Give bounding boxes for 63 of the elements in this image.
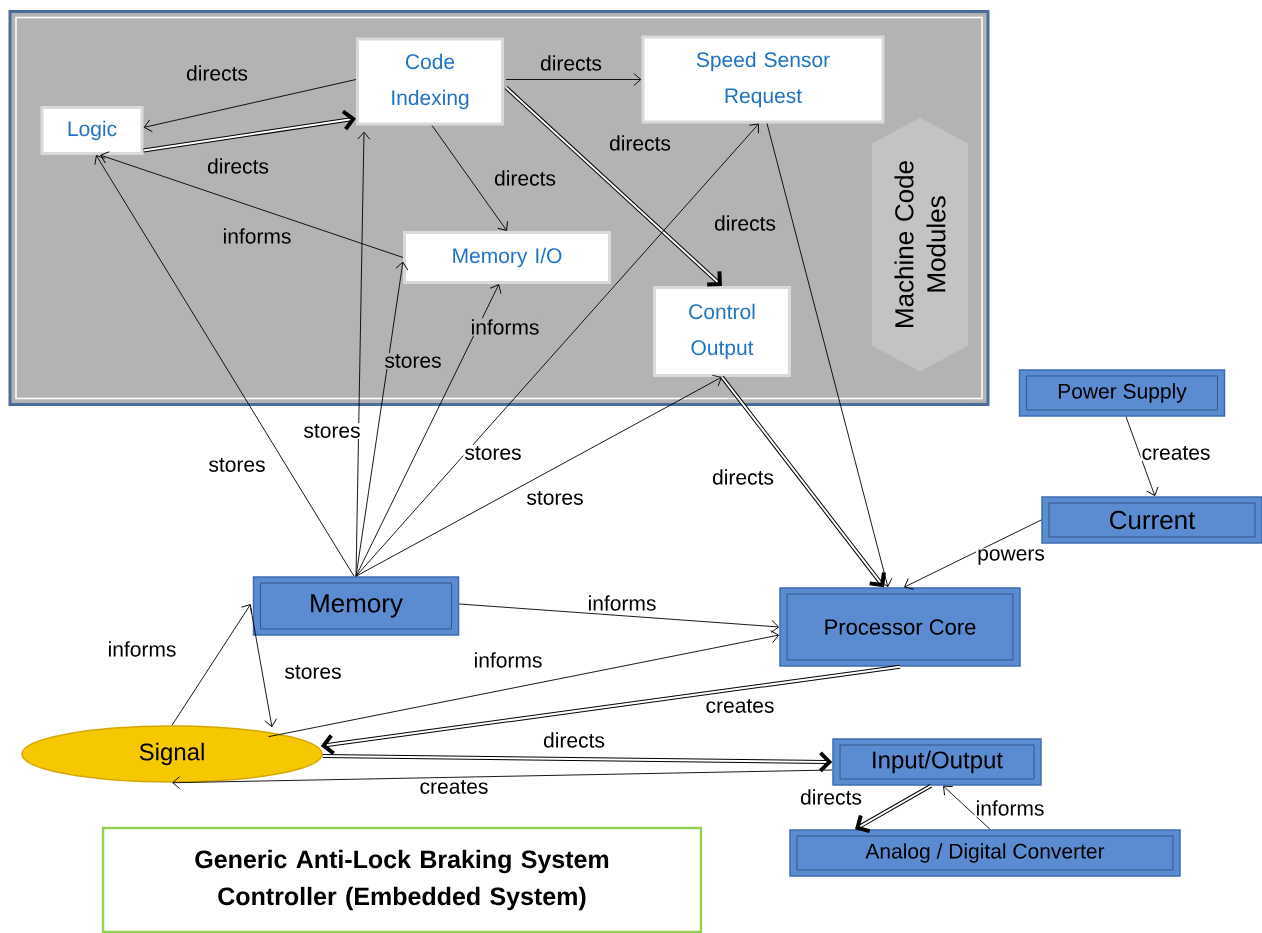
module-box: Control Output [653,286,791,377]
edge-label: directs [711,468,775,486]
arrow [355,374,722,577]
edge-label: directs [608,134,672,152]
edge-label: informs [106,640,178,658]
arrow [505,73,642,86]
module-box: Memory I/O [403,231,611,284]
arrow [250,607,277,728]
component-box: Input/Output [832,738,1042,786]
edge-label: directs [713,214,777,232]
arrow [321,751,833,773]
edge-label: informs [586,594,658,612]
component-box: Processor Core [779,587,1021,667]
edge-label: stores [525,490,585,506]
edge-label: informs [974,799,1046,817]
edge-label: stores [207,457,267,473]
arrow [268,630,780,738]
edge-label: creates [418,779,490,795]
edge-label: informs [469,318,541,336]
arrow [458,603,779,633]
hexagon-label: Machine Code Modules [872,117,968,372]
title-box: Generic Anti-Lock Braking System Controller (Embedded System) [101,826,703,933]
edge-label: directs [185,64,249,82]
edge-label: stores [463,445,523,461]
module-box: Speed Sensor Request [641,35,885,124]
edge-label: creates [1140,445,1212,461]
arrow [504,86,722,287]
arrow [355,284,502,577]
arrow [172,769,833,790]
arrow [766,123,893,588]
edge-label: directs [493,169,557,187]
arrow [320,664,901,755]
edge-label: informs [221,227,293,245]
edge-label: directs [206,157,270,175]
arrow [142,109,356,153]
arrow [355,261,409,577]
arrow [1125,416,1159,497]
arrow [431,125,508,231]
arrow [943,785,991,830]
component-box: Analog / Digital Converter [789,829,1181,877]
arrow [355,123,759,577]
arrow [143,79,357,133]
edge-label: stores [283,664,343,680]
arrow [720,375,886,588]
module-box: Code Indexing [356,37,504,126]
edge-label: powers [976,548,1046,566]
edge-label: directs [799,788,863,806]
edge-label: directs [539,54,603,72]
edge-label: stores [383,353,443,369]
component-box: Current [1041,496,1262,544]
arrow [355,131,371,577]
edge-label: stores [302,423,362,439]
arrow [171,604,253,726]
component-box: Power Supply [1018,369,1226,417]
arrow [100,151,404,258]
edge-label: informs [472,651,544,669]
edge-label: creates [704,698,776,714]
arrow [94,155,355,577]
component-box: Memory [252,576,460,636]
module-box: Logic [40,106,144,155]
arrow [855,784,932,834]
arrow [904,519,1042,590]
edge-label: directs [542,731,606,749]
